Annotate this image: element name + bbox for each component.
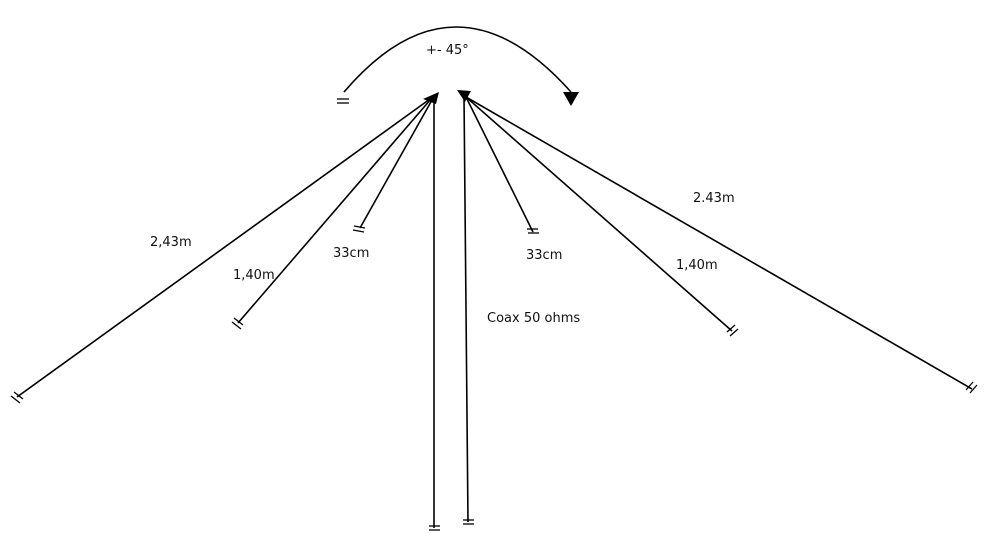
radial-left-short-end-tick-icon: [352, 225, 366, 233]
coax-right-end-tick-icon: [463, 519, 474, 525]
rotation-arrow-icon: [563, 92, 579, 106]
radial-right-long: [465, 96, 973, 390]
rotation-angle-label: +- 45°: [426, 43, 469, 58]
rotation-arc-end-tick-icon: [337, 98, 349, 104]
right-mid-length-label: 1,40m: [676, 258, 718, 273]
radial-left-long: [16, 98, 431, 398]
radial-right-long-end-tick-icon: [965, 381, 978, 394]
radial-right-mid: [465, 96, 733, 332]
radial-left-mid: [237, 98, 432, 324]
rotation-arc: [343, 26, 572, 93]
radial-left-short: [359, 99, 433, 229]
right-short-length-label: 33cm: [526, 248, 563, 263]
left-short-length-label: 33cm: [333, 246, 370, 261]
coax-label: Coax 50 ohms: [487, 311, 581, 326]
right-long-length-label: 2.43m: [693, 191, 735, 206]
radial-right-short-end-tick-icon: [527, 228, 539, 234]
coax-right-conductor: [463, 95, 469, 523]
coax-left-end-tick-icon: [429, 525, 440, 531]
radial-left-long-end-tick-icon: [10, 391, 24, 404]
left-long-length-label: 2,43m: [150, 235, 192, 250]
radial-right-mid-end-tick-icon: [726, 324, 739, 337]
left-mid-length-label: 1,40m: [233, 268, 275, 283]
radial-right-short: [465, 96, 534, 233]
left-feed-point: [423, 92, 439, 104]
radial-left-mid-end-tick-icon: [231, 317, 244, 330]
